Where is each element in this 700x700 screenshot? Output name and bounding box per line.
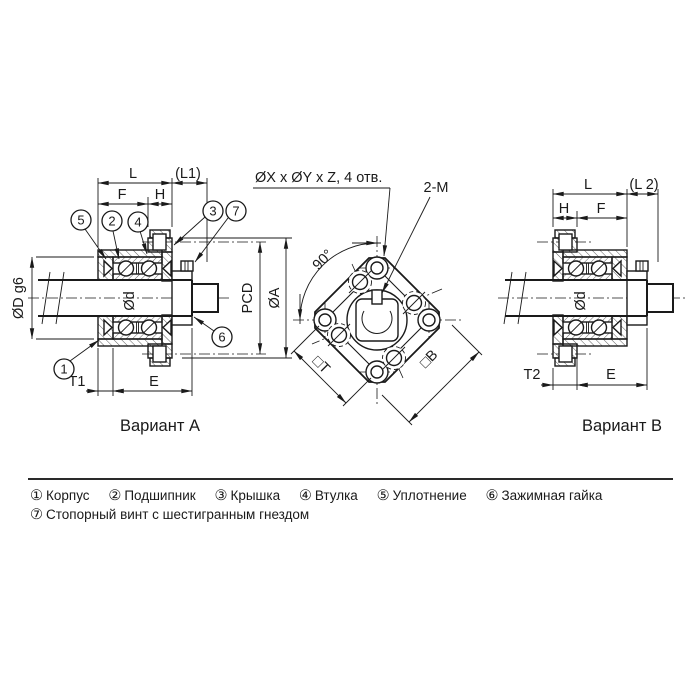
set-screw-b (635, 260, 649, 272)
dim-label-L-b: L (584, 177, 592, 193)
bolt-hole-bottom-a (152, 345, 167, 363)
dim-label-D: ØD g6 (11, 277, 27, 319)
legend-num-2: ② (108, 488, 122, 504)
legend-num-4: ④ (298, 488, 312, 504)
seals-a (103, 259, 172, 337)
dim-label-F-a: F (118, 187, 127, 203)
set-screw-slot-front (371, 289, 383, 305)
dim-label-T1-a: T1 (69, 374, 86, 390)
callout-7: 7 (232, 204, 239, 219)
seals-b (553, 259, 622, 337)
dimensions-a (29, 180, 289, 394)
legend-num-1: ① (30, 488, 43, 504)
variant-b-view: L (L 2) H F T2 E Ød Вариант B (498, 177, 688, 435)
thread-note: 2-M (424, 180, 449, 196)
dim-label-d-b: Ød (573, 291, 589, 310)
dim-label-E-a: E (149, 374, 159, 390)
set-screw-a (180, 260, 194, 272)
dim-label-H-b: H (559, 201, 569, 217)
holes-note-leader (382, 187, 391, 257)
legend-num-7: ⑦ (30, 507, 43, 523)
legend-num-5: ⑤ (376, 488, 390, 504)
shaft-b (503, 271, 674, 325)
legend-num-3: ③ (214, 488, 228, 504)
bolt-hole-top-b (558, 233, 573, 251)
dim-label-F-b: F (597, 201, 606, 217)
variant-a-view: L (L1) F H T1 E PCD ØA ØD g6 Ød 5 2 4 3 … (11, 166, 292, 435)
angle-label: 90° (310, 247, 337, 274)
drawing-svg: L (L1) F H T1 E PCD ØA ØD g6 Ød 5 2 4 3 … (11, 166, 688, 435)
callouts-a: 5 2 4 3 7 1 6 (53, 200, 247, 380)
callout-4: 4 (134, 215, 141, 230)
dimensions-b (541, 191, 659, 388)
bolt-hole-bottom-b (558, 345, 573, 363)
dim-label-T2-b: T2 (524, 367, 541, 383)
callout-1: 1 (60, 362, 67, 377)
bearing-balls-a (117, 260, 158, 336)
variant-a-title: Вариант A (120, 417, 200, 435)
callout-3: 3 (209, 204, 216, 219)
shaft-a (38, 271, 219, 325)
svg-text:□B: □B (417, 347, 441, 371)
bearing-races-a (112, 256, 163, 340)
legend-divider (28, 478, 673, 480)
angle-arc (297, 240, 378, 321)
variant-b-title: Вариант B (582, 417, 662, 435)
callout-6: 6 (218, 330, 225, 345)
dim-label-A: ØA (267, 287, 283, 308)
holes-note: ØX x ØY x Z, 4 отв. (255, 170, 382, 186)
dim-label-PCD: PCD (240, 283, 256, 314)
bearing-balls-b (567, 260, 608, 336)
legend-num-6: ⑥ (485, 488, 499, 504)
dim-label-d-a: Ød (122, 291, 138, 310)
dim-label-L-a: L (129, 166, 137, 182)
front-view: 90° ØX x ØY x Z, 4 отв. 2-M □T □B (253, 170, 483, 426)
dim-label-L1-a: (L1) (175, 166, 201, 182)
dim-label-E-b: E (606, 367, 616, 383)
bolt-hole-top-a (152, 233, 167, 251)
thread-note-leader (381, 196, 431, 294)
callout-5: 5 (77, 213, 84, 228)
dim-label-L2-b: (L 2) (629, 177, 658, 193)
dim-label-H-a: H (155, 187, 165, 203)
callout-2: 2 (108, 214, 115, 229)
svg-text:□T: □T (309, 353, 333, 377)
